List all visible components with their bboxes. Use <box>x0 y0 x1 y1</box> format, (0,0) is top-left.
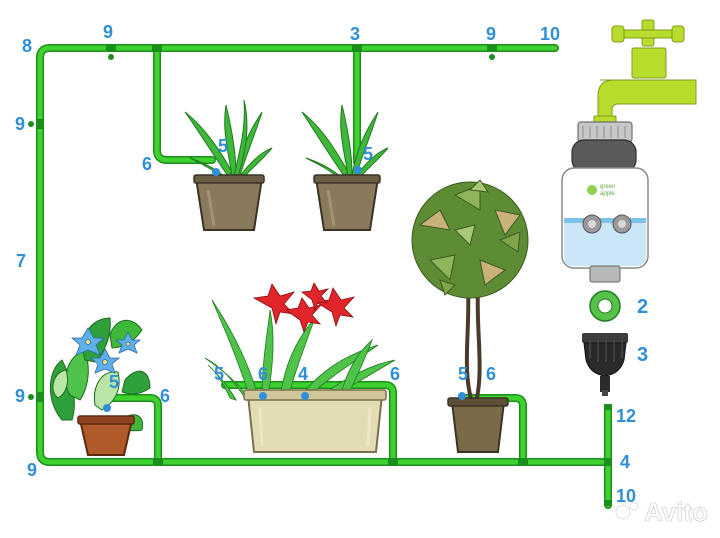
label-6-flower: 6 <box>160 386 170 406</box>
adapter-part <box>582 333 628 396</box>
planter-box <box>204 282 396 453</box>
water-drop-icon <box>354 166 362 174</box>
timer-logo: green apple <box>587 184 615 197</box>
label-6-tree: 6 <box>486 364 496 384</box>
topiary-tree <box>411 179 529 453</box>
label-5-planter: 5 <box>214 364 224 384</box>
label-5-pot1: 5 <box>218 136 228 156</box>
blue-flowers <box>70 327 142 374</box>
label-8: 8 <box>22 36 32 56</box>
red-amaryllis <box>252 282 356 334</box>
hanging-pot-1 <box>184 99 273 231</box>
water-drop-icon <box>259 392 267 400</box>
label-9-top-left: 9 <box>103 22 113 42</box>
label-12: 12 <box>616 406 636 426</box>
tubing-network <box>36 44 612 509</box>
leafy-plant <box>49 317 151 432</box>
svg-text:Avito: Avito <box>644 497 708 527</box>
label-6-planter-left: 6 <box>258 364 268 384</box>
label-5-tree: 5 <box>458 364 468 384</box>
label-10-right: 10 <box>616 486 636 506</box>
label-6-planter-right: 6 <box>390 364 400 384</box>
svg-text:green: green <box>600 184 615 190</box>
label-3-top: 3 <box>350 24 360 44</box>
label-5-flower: 5 <box>109 372 119 392</box>
svg-text:apple: apple <box>600 191 615 197</box>
water-drop-icon <box>103 404 111 412</box>
label-4-right: 4 <box>620 452 630 472</box>
label-7: 7 <box>16 251 26 271</box>
label-10-top: 10 <box>540 24 560 44</box>
label-9-left-upper: 9 <box>15 114 25 134</box>
ring-part <box>589 290 621 322</box>
label-9-left-lower: 9 <box>15 386 25 406</box>
label-9-bottom: 9 <box>27 460 37 480</box>
water-drop-icon <box>212 168 220 176</box>
label-2: 2 <box>637 296 648 318</box>
hanging-pot-2 <box>301 104 389 231</box>
water-drop-icon <box>458 392 466 400</box>
water-drop-icon <box>301 392 309 400</box>
label-6-pot1: 6 <box>142 154 152 174</box>
label-3: 3 <box>637 344 648 366</box>
flower-pot <box>49 317 151 456</box>
tube-fittings <box>28 44 612 506</box>
tree-crown <box>411 179 529 299</box>
label-9-top-right: 9 <box>486 24 496 44</box>
label-4-planter: 4 <box>298 364 308 384</box>
faucet <box>593 19 697 125</box>
label-5-pot2: 5 <box>363 144 373 164</box>
grass-plant-1 <box>184 99 273 179</box>
part-number-labels: 8 9 3 9 10 9 7 9 9 6 5 5 5 6 5 6 4 6 5 6… <box>15 22 648 506</box>
grass-plant-2 <box>301 104 389 179</box>
water-timer: green apple <box>561 121 649 283</box>
avito-watermark: Avito <box>615 497 708 527</box>
